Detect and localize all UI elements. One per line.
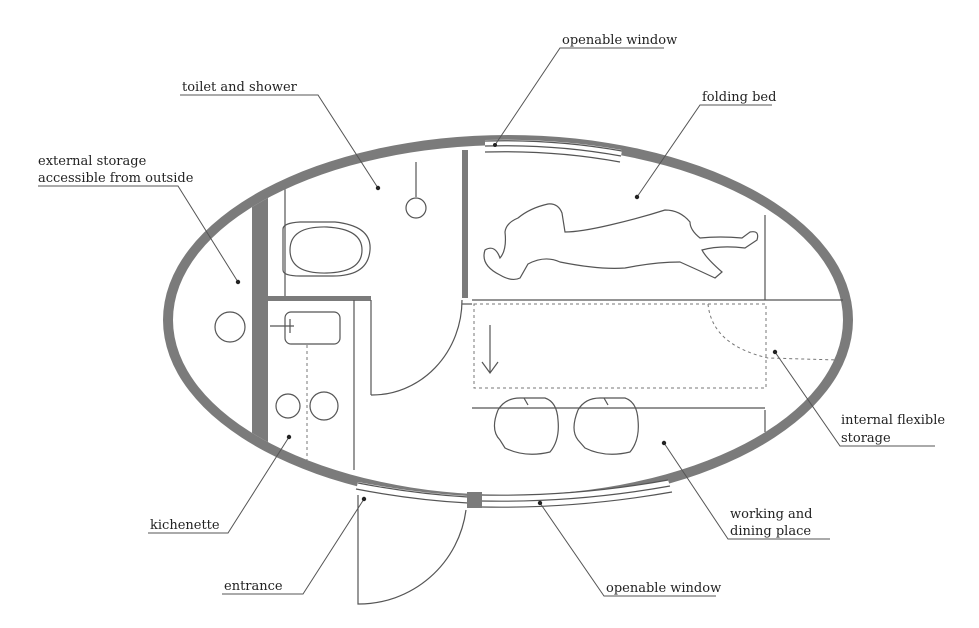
label-openable-window-bottom: openable window <box>606 581 721 596</box>
leader-kichenette <box>148 434 292 534</box>
folding-bed-folded-outline <box>473 303 767 389</box>
label-working-1: working and <box>730 507 812 522</box>
label-external-storage-2: accessible from outside <box>38 171 194 186</box>
label-openable-window-top: openable window <box>562 33 677 48</box>
leader-entrance <box>222 496 367 595</box>
storage-partition-wall <box>252 150 268 495</box>
leader-folding-bed <box>634 104 772 200</box>
dining-chair-left-icon <box>493 397 559 455</box>
label-working-2: dining place <box>730 524 811 539</box>
door-jamb <box>467 492 482 508</box>
fold-arrow-head <box>481 361 499 375</box>
bathroom-door-swing <box>370 299 463 396</box>
label-internal-storage-2: storage <box>841 431 891 446</box>
toilet-bowl-icon <box>282 221 371 277</box>
shower-head-icon <box>405 162 427 219</box>
top-window-frame <box>484 139 623 163</box>
leader-external-storage <box>38 185 241 285</box>
bottom-window-frame <box>479 479 673 509</box>
label-entrance: entrance <box>224 579 283 594</box>
hob-burner-right-icon <box>309 391 339 421</box>
label-folding-bed: folding bed <box>702 90 776 105</box>
label-internal-storage-1: internal flexible <box>841 413 945 428</box>
entrance-door-swing <box>357 495 467 605</box>
label-kichenette: kichenette <box>150 518 220 533</box>
label-toilet-and-shower: toilet and shower <box>182 80 298 95</box>
leader-internal-storage <box>772 349 935 447</box>
label-external-storage-1: external storage <box>38 154 147 169</box>
dining-chair-right-icon <box>573 397 639 455</box>
bathroom-kitchen-partition <box>268 296 371 301</box>
sleeping-person-figure <box>483 203 759 281</box>
leader-openable-window-bottom <box>537 500 716 597</box>
kitchen-sink-icon <box>270 311 341 345</box>
entrance-door-frame <box>355 482 482 508</box>
leader-openable-window-top <box>493 47 664 147</box>
storage-hatch-icon <box>214 311 246 343</box>
leader-toilet-and-shower <box>180 94 381 191</box>
hob-burner-left-icon <box>275 393 301 419</box>
bathroom-bed-partition <box>462 150 468 298</box>
leader-working-dining <box>661 440 830 540</box>
